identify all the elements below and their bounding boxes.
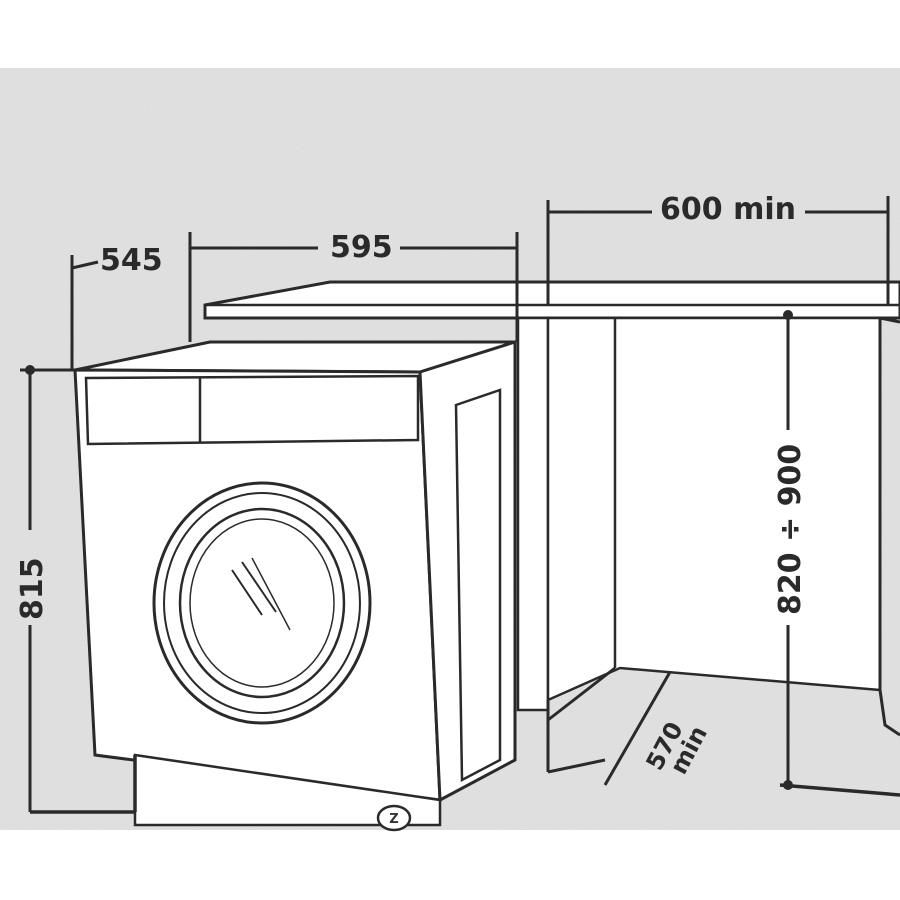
washing-machine <box>73 339 517 827</box>
worktop <box>203 280 900 320</box>
cabinet-opening <box>546 316 882 702</box>
dimension-endpoints <box>25 310 793 790</box>
logo-text: Z <box>389 812 398 827</box>
height-label: 815 <box>15 557 50 620</box>
brand-logo: Z <box>376 804 412 832</box>
floor-area <box>546 666 616 774</box>
control-panel <box>84 374 420 446</box>
side-recess <box>454 388 502 783</box>
depth-label: 545 <box>100 243 163 278</box>
width-label: 595 <box>330 230 393 265</box>
side-panel <box>516 316 550 712</box>
cabinet-height-label: 820 ÷ 900 <box>773 444 808 615</box>
dimension-lines <box>20 196 890 812</box>
cabinet-width-label: 600 min <box>660 192 796 227</box>
kitchen-cabinet <box>203 280 900 737</box>
door <box>152 481 372 725</box>
floor-lines <box>30 755 900 814</box>
